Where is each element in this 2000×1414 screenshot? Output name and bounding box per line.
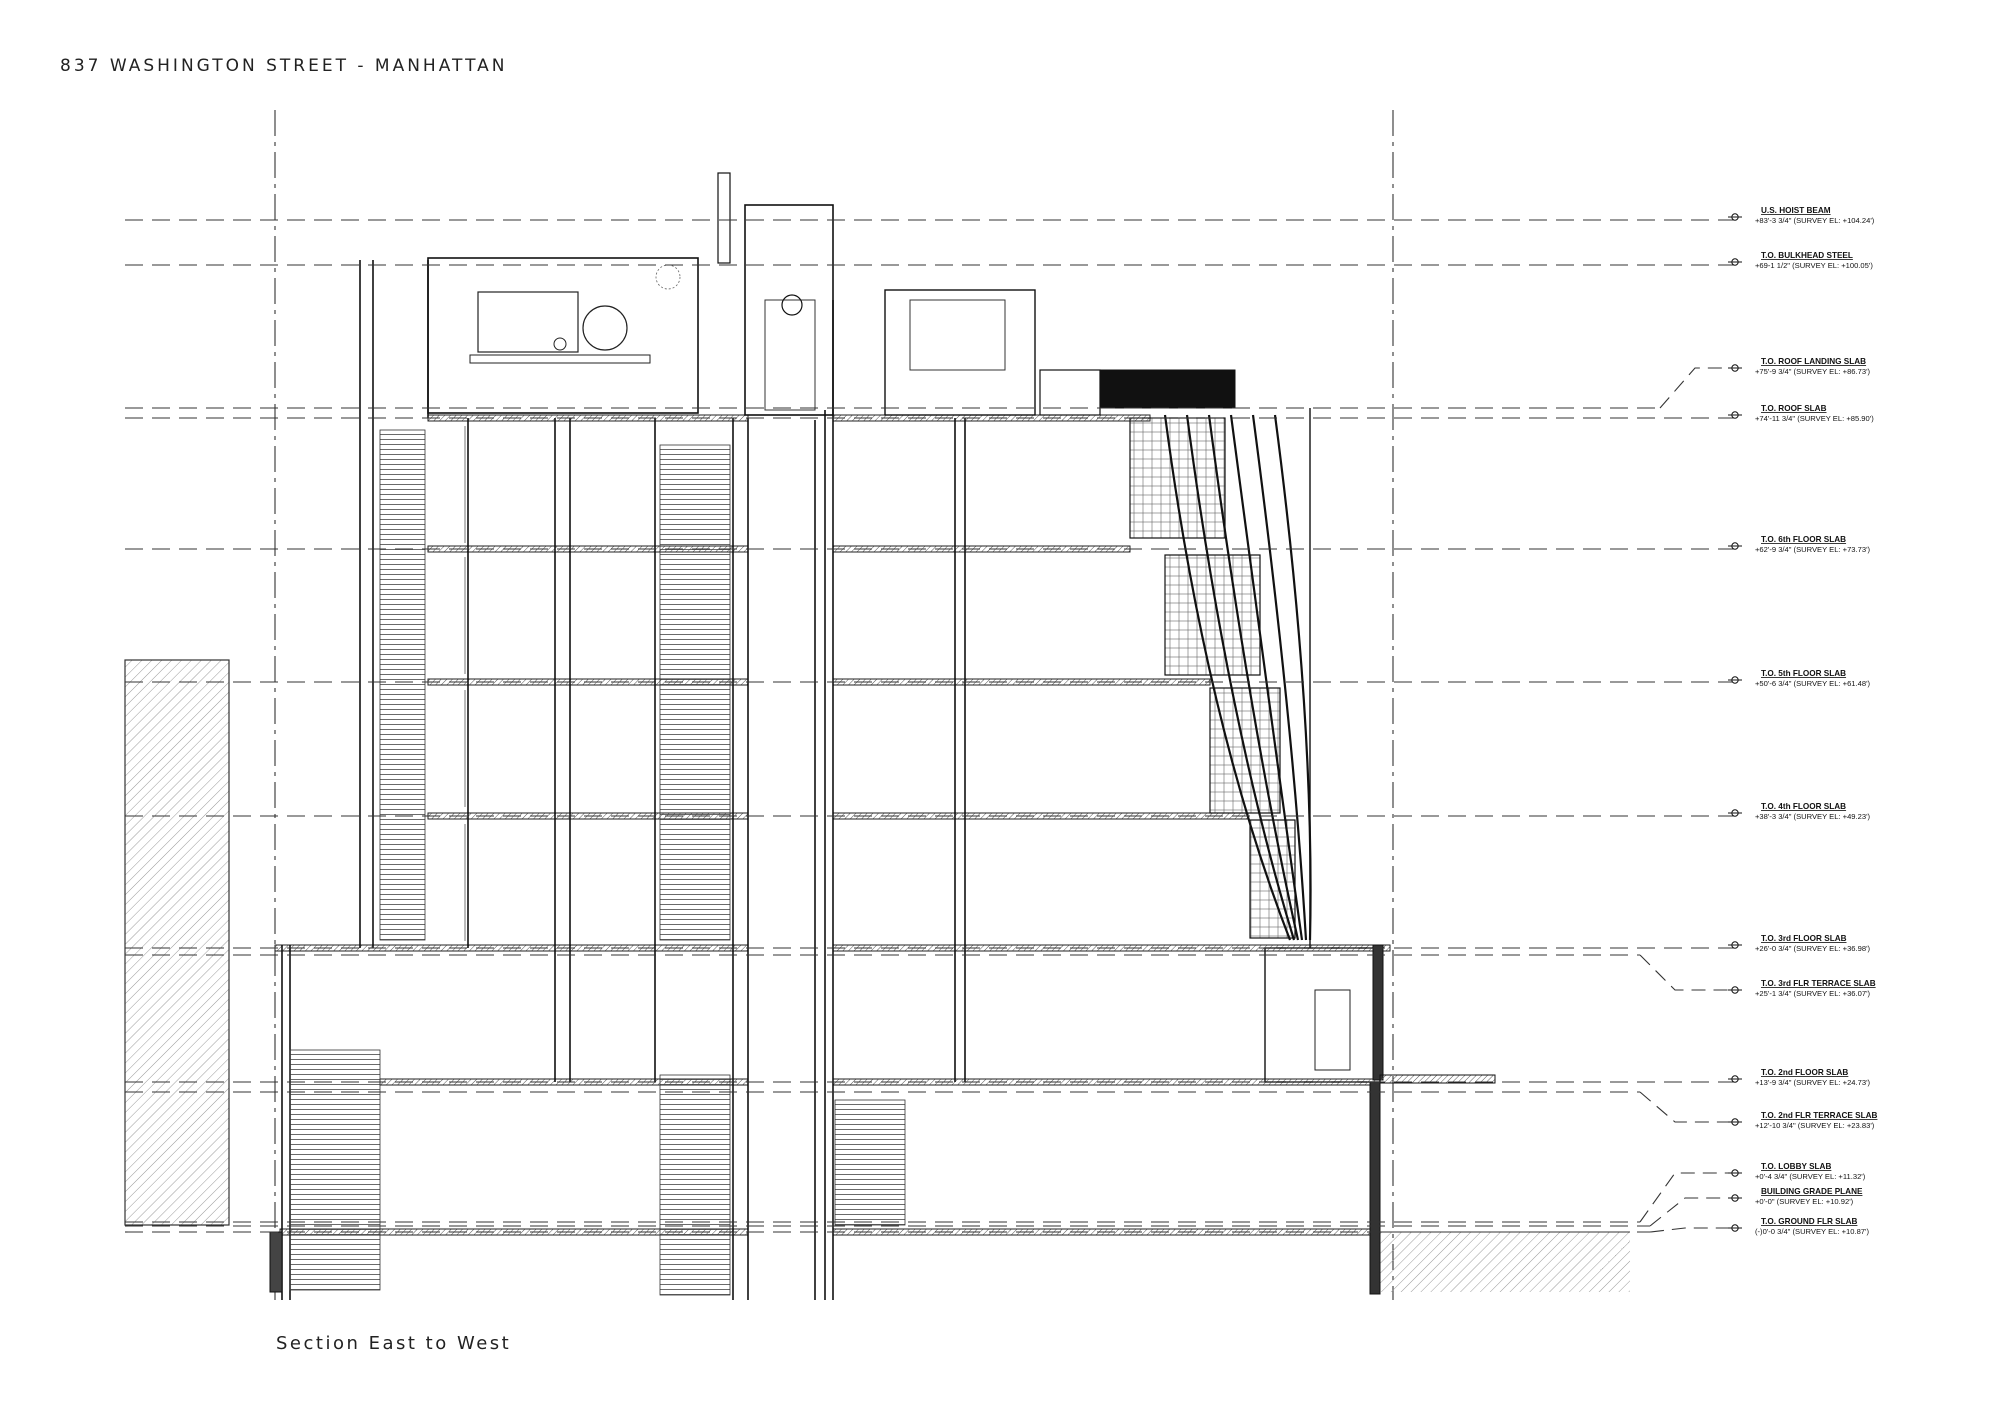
level-elevation: +74'-11 3/4" (SURVEY EL: +85.90') <box>1755 414 1874 423</box>
level-elevation: +26'-0 3/4" (SURVEY EL: +36.98') <box>1755 944 1871 953</box>
level-leader-line <box>1639 1091 1735 1123</box>
elevator-sheave <box>781 294 803 316</box>
level-name: T.O. 4th FLOOR SLAB <box>1761 802 1846 811</box>
level-line-group: T.O. GROUND FLR SLAB(-)0'-0 3/4" (SURVEY… <box>125 1217 1869 1236</box>
level-name: T.O. LOBBY SLAB <box>1761 1162 1831 1171</box>
level-line-group: T.O. 6th FLOOR SLAB+62'-9 3/4" (SURVEY E… <box>125 535 1871 554</box>
level-elevation: +38'-3 3/4" (SURVEY EL: +49.23') <box>1755 812 1871 821</box>
terrace-slab-cantilever <box>1379 1074 1496 1084</box>
elevator-equipment <box>764 299 816 411</box>
section-caption: Section East to West <box>276 1333 512 1354</box>
level-line-group: T.O. ROOF SLAB+74'-11 3/4" (SURVEY EL: +… <box>125 404 1874 423</box>
level-name: T.O. GROUND FLR SLAB <box>1761 1217 1858 1226</box>
level-elevation: (-)0'-0 3/4" (SURVEY EL: +10.87') <box>1755 1227 1869 1236</box>
level-line-group: U.S. HOIST BEAM+83'-3 3/4" (SURVEY EL: +… <box>125 206 1875 225</box>
level-name: T.O. 5th FLOOR SLAB <box>1761 669 1846 678</box>
elevator-overrun <box>744 204 834 416</box>
hoist-gear <box>553 337 567 351</box>
level-elevation: +13'-9 3/4" (SURVEY EL: +24.73') <box>1755 1078 1871 1087</box>
level-line-group: T.O. ROOF LANDING SLAB+75'-9 3/4" (SURVE… <box>125 357 1871 409</box>
level-name: T.O. 2nd FLOOR SLAB <box>1761 1068 1848 1077</box>
stair-run <box>289 1049 381 1291</box>
level-line-group: T.O. 3rd FLOOR SLAB+26'-0 3/4" (SURVEY E… <box>125 934 1871 953</box>
terrace-parapet <box>1372 944 1384 1081</box>
level-name: T.O. 3rd FLR TERRACE SLAB <box>1761 979 1876 988</box>
level-elevation: +75'-9 3/4" (SURVEY EL: +86.73') <box>1755 367 1871 376</box>
glazed-bay <box>1164 554 1261 676</box>
hoist-drum <box>582 305 628 351</box>
level-line-group: T.O. 2nd FLOOR SLAB+13'-9 3/4" (SURVEY E… <box>125 1068 1871 1087</box>
level-elevation: +83'-3 3/4" (SURVEY EL: +104.24') <box>1755 216 1875 225</box>
facade-fin <box>1251 414 1308 941</box>
west-foundation-wall <box>269 1231 283 1293</box>
level-elevation: +69-1 1/2" (SURVEY EL: +100.05') <box>1755 261 1873 270</box>
level-elevation: +0'-4 3/4" (SURVEY EL: +11.32') <box>1755 1172 1866 1181</box>
ground-hatch <box>1375 1232 1630 1292</box>
level-line-group: T.O. BULKHEAD STEEL+69-1 1/2" (SURVEY EL… <box>125 251 1873 270</box>
level-name: T.O. 3rd FLOOR SLAB <box>1761 934 1847 943</box>
level-lines: U.S. HOIST BEAM+83'-3 3/4" (SURVEY EL: +… <box>125 206 1878 1236</box>
east-foundation-wall <box>1369 1081 1381 1295</box>
stair-run <box>379 429 426 941</box>
level-elevation: +12'-10 3/4" (SURVEY EL: +23.83') <box>1755 1121 1875 1130</box>
stair-run <box>659 444 731 941</box>
level-line-group: T.O. 4th FLOOR SLAB+38'-3 3/4" (SURVEY E… <box>125 802 1871 821</box>
hoist-machine-body <box>477 291 579 353</box>
stair-run <box>659 1074 731 1296</box>
bulkhead-enclosure <box>427 257 699 414</box>
level-name: T.O. ROOF LANDING SLAB <box>1761 357 1866 366</box>
level-line-group: T.O. LOBBY SLAB+0'-4 3/4" (SURVEY EL: +1… <box>125 1162 1866 1223</box>
level-line-group: T.O. 5th FLOOR SLAB+50'-6 3/4" (SURVEY E… <box>125 669 1871 688</box>
level-leader-line <box>1649 1227 1735 1233</box>
level-line-group: T.O. 2nd FLR TERRACE SLAB+12'-10 3/4" (S… <box>125 1091 1878 1130</box>
level-leader-line <box>1649 1197 1735 1227</box>
level-line-group: T.O. 3rd FLR TERRACE SLAB+25'-1 3/4" (SU… <box>125 954 1876 998</box>
level-name: BUILDING GRADE PLANE <box>1761 1187 1863 1196</box>
level-elevation: +62'-9 3/4" (SURVEY EL: +73.73') <box>1755 545 1871 554</box>
facade-fin <box>1163 414 1292 941</box>
project-title: 837 WASHINGTON STREET - MANHATTAN <box>60 56 508 76</box>
level-leader-line <box>1639 954 1735 991</box>
terrace-door <box>1314 989 1351 1071</box>
level-leader-line <box>1659 367 1735 409</box>
level-name: T.O. ROOF SLAB <box>1761 404 1827 413</box>
hoist-base <box>469 354 651 364</box>
hoist-beam-circle <box>655 264 681 290</box>
glazed-bay <box>1129 417 1226 539</box>
building-structure <box>124 110 1630 1300</box>
level-name: T.O. 6th FLOOR SLAB <box>1761 535 1846 544</box>
terrace-enclosure <box>1264 947 1381 1083</box>
level-elevation: +25'-1 3/4" (SURVEY EL: +36.07') <box>1755 989 1871 998</box>
level-name: U.S. HOIST BEAM <box>1761 206 1831 215</box>
rooftop-mechanical-unit <box>884 289 1036 416</box>
rooftop-landing-block <box>1099 369 1236 409</box>
mechanical-unit-inner <box>909 299 1006 371</box>
vent-pipe <box>717 172 731 264</box>
level-elevation: +0'-0" (SURVEY EL: +10.92') <box>1755 1197 1854 1206</box>
level-name: T.O. 2nd FLR TERRACE SLAB <box>1761 1111 1878 1120</box>
stair-run <box>834 1099 906 1226</box>
level-name: T.O. BULKHEAD STEEL <box>1761 251 1853 260</box>
facade-fin <box>1207 414 1300 941</box>
level-elevation: +50'-6 3/4" (SURVEY EL: +61.48') <box>1755 679 1871 688</box>
facade-fin <box>1273 414 1312 941</box>
level-leader-line <box>1639 1172 1735 1223</box>
facade-fin <box>1185 414 1296 941</box>
facade-fin <box>1229 414 1304 941</box>
adjacent-building <box>124 659 230 1226</box>
level-line-group: BUILDING GRADE PLANE+0'-0" (SURVEY EL: +… <box>125 1187 1863 1227</box>
